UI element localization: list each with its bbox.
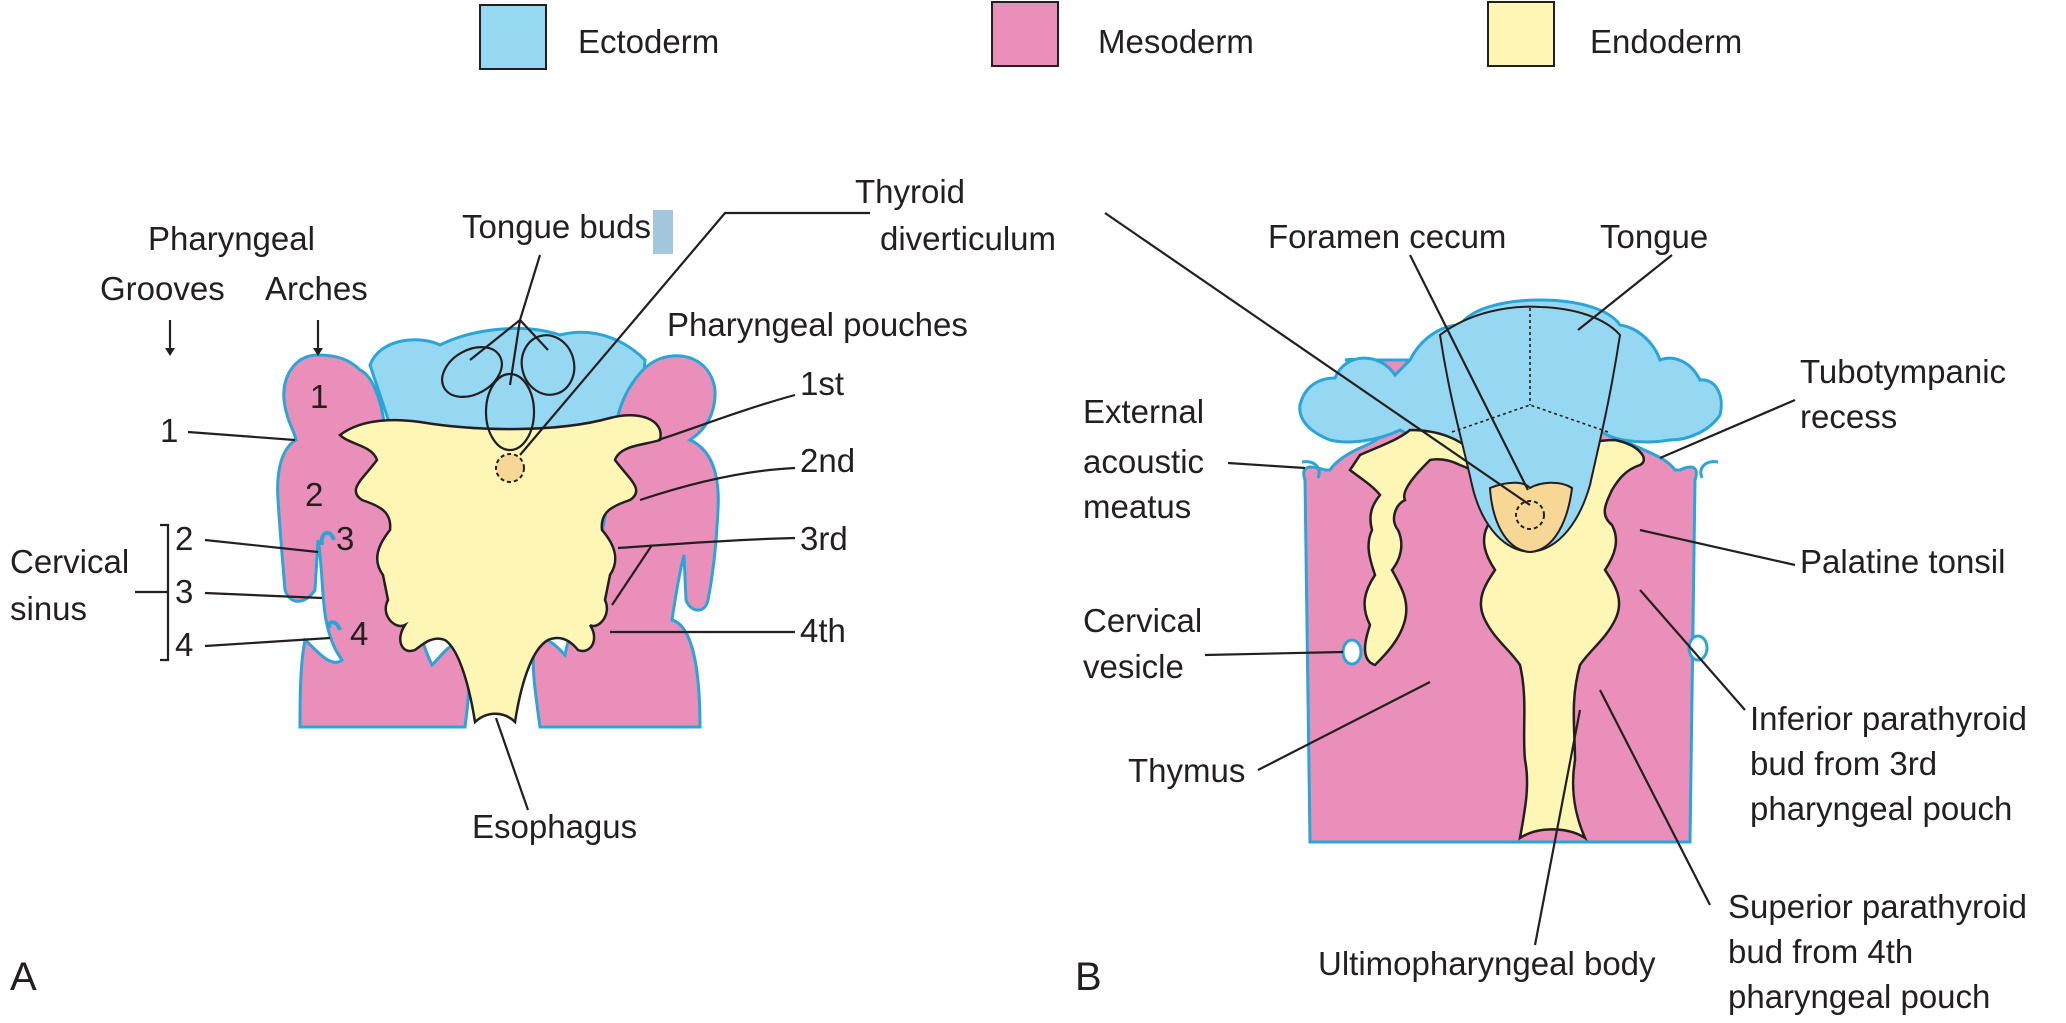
groove-number-2: 2 <box>175 520 193 557</box>
grooves-label: Grooves <box>100 270 225 307</box>
legend-swatch-ectoderm <box>480 5 546 69</box>
legend-label-ectoderm: Ectoderm <box>578 23 719 60</box>
cervical-vesicle-left <box>1343 640 1361 664</box>
thymus-label: Thymus <box>1128 752 1245 789</box>
legend-label-mesoderm: Mesoderm <box>1098 23 1254 60</box>
esophagus-label: Esophagus <box>472 808 637 845</box>
tongue-label: Tongue <box>1600 218 1708 255</box>
external-meatus-label-line2: acoustic <box>1083 443 1204 480</box>
superior-parathyroid-label-line2: bud from 4th <box>1728 933 1913 970</box>
text-selection-highlight <box>653 210 673 254</box>
tubotympanic-label-line1: Tubotympanic <box>1800 353 2006 390</box>
legend: Ectoderm Mesoderm Endoderm <box>480 2 1742 69</box>
legend-swatch-endoderm <box>1488 2 1554 66</box>
cervical-sinus-label-line2: sinus <box>10 590 87 627</box>
cervical-sinus-label-line1: Cervical <box>10 543 129 580</box>
inferior-parathyroid-label-line1: Inferior parathyroid <box>1750 700 2027 737</box>
legend-label-endoderm: Endoderm <box>1590 23 1742 60</box>
panel-b-letter: B <box>1075 955 1102 999</box>
inferior-parathyroid-label-line2: bud from 3rd <box>1750 745 1937 782</box>
arch-number-1: 1 <box>310 378 328 415</box>
cervical-vesicle-label-line2: vesicle <box>1083 648 1184 685</box>
groove-number-1: 1 <box>160 412 178 449</box>
tubotympanic-label-line2: recess <box>1800 398 1897 435</box>
ultimopharyngeal-label: Ultimopharyngeal body <box>1318 945 1656 982</box>
groove-number-4: 4 <box>175 626 193 663</box>
tongue-buds-label: Tongue buds <box>462 208 651 245</box>
pouch-2nd-label: 2nd <box>800 442 855 479</box>
panel-a-letter: A <box>10 955 37 999</box>
superior-parathyroid-label-line1: Superior parathyroid <box>1728 888 2027 925</box>
external-meatus-label-line3: meatus <box>1083 488 1191 525</box>
inferior-parathyroid-label-line3: pharyngeal pouch <box>1750 790 2012 827</box>
arches-label: Arches <box>265 270 368 307</box>
pouch-1st-label: 1st <box>800 365 844 402</box>
pharyngeal-label: Pharyngeal <box>148 220 315 257</box>
legend-swatch-mesoderm <box>992 2 1058 66</box>
foramen-cecum-label: Foramen cecum <box>1268 218 1506 255</box>
external-meatus-label-line1: External <box>1083 393 1204 430</box>
pouch-4th-label: 4th <box>800 612 846 649</box>
thyroid-label-line2: diverticulum <box>880 220 1056 257</box>
pharyngeal-pouches-label: Pharyngeal pouches <box>667 306 968 343</box>
superior-parathyroid-label-line3: pharyngeal pouch <box>1728 978 1990 1015</box>
palatine-tonsil-label: Palatine tonsil <box>1800 543 2005 580</box>
panel-b-drawing <box>1300 300 1722 842</box>
pouch-3rd-label: 3rd <box>800 520 848 557</box>
thyroid-diverticulum-a <box>496 454 524 482</box>
cervical-vesicle-label-line1: Cervical <box>1083 602 1202 639</box>
arch-number-4: 4 <box>350 615 368 652</box>
thyroid-label-line1: Thyroid <box>855 173 965 210</box>
arch-number-3: 3 <box>336 520 354 557</box>
groove-number-3: 3 <box>175 573 193 610</box>
arch-number-2: 2 <box>305 476 323 513</box>
